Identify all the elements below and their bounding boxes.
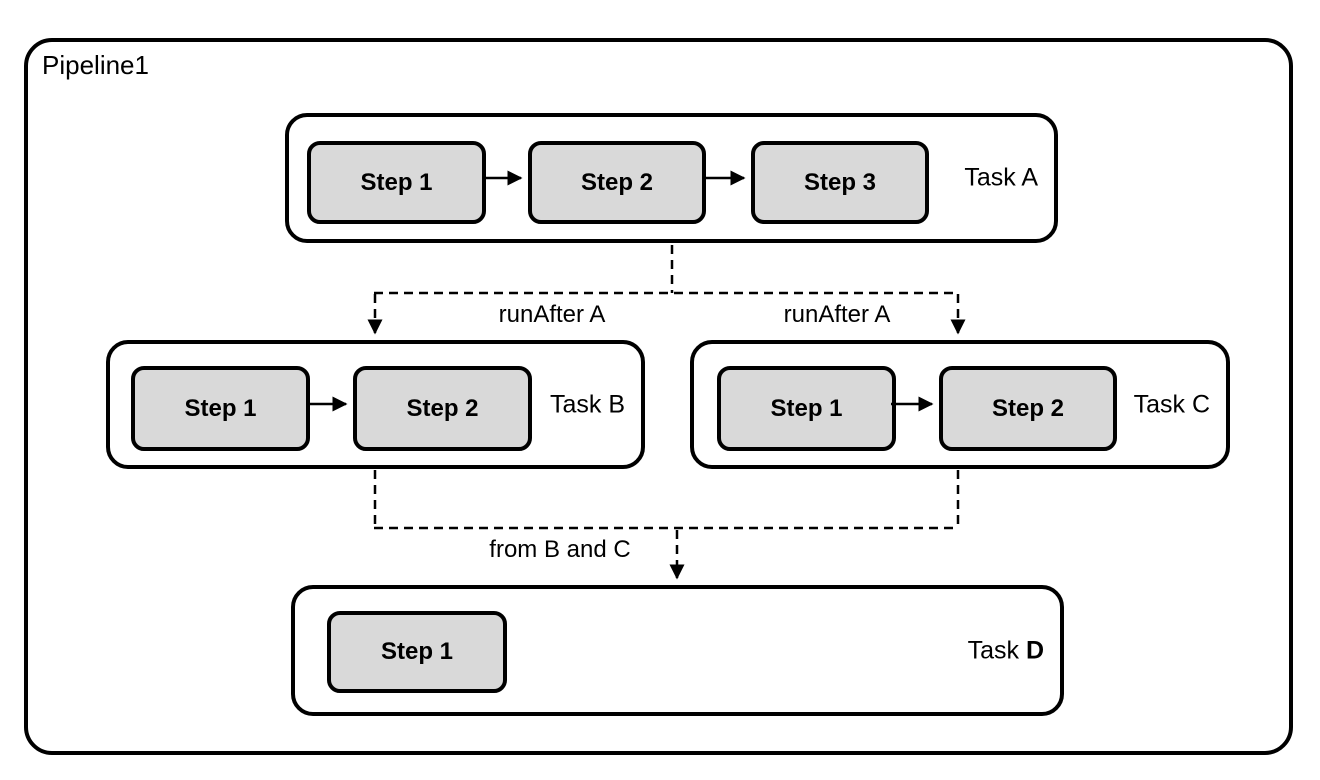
task-a-step-3: Step 3 xyxy=(751,141,929,224)
task-d-label: Task D xyxy=(967,636,1044,664)
step-label: Step 1 xyxy=(380,638,454,665)
task-d-step-1: Step 1 xyxy=(327,611,507,693)
task-a-step-2: Step 2 xyxy=(528,141,706,224)
pipeline-title: Pipeline1 xyxy=(42,50,149,80)
edge-label-runafter-b: runAfter A xyxy=(498,301,606,328)
task-a-box: Step 1 Step 2 Step 3 Task A xyxy=(285,113,1058,243)
edge-label-runafter-c: runAfter A xyxy=(783,301,891,328)
task-c-box: Step 1 Step 2 Task C xyxy=(690,340,1230,469)
edge-label-from-b-and-c: from B and C xyxy=(489,536,631,563)
task-c-step-1: Step 1 xyxy=(717,366,896,451)
task-d-box: Step 1 Task D xyxy=(291,585,1064,716)
task-b-box: Step 1 Step 2 Task B xyxy=(106,340,645,469)
task-b-label: Task B xyxy=(549,390,625,418)
pipeline-container xyxy=(24,38,1293,755)
step-label: Step 3 xyxy=(803,168,877,196)
task-a-step-1: Step 1 xyxy=(307,141,486,224)
step-label: Step 1 xyxy=(770,394,843,422)
task-a-label: Task A xyxy=(964,163,1038,192)
step-label: Step 2 xyxy=(580,168,654,196)
task-b-step-2: Step 2 xyxy=(353,366,532,451)
step-label: Step 2 xyxy=(991,394,1065,422)
task-c-step-2: Step 2 xyxy=(939,366,1117,451)
task-c-label: Task C xyxy=(1133,390,1210,418)
step-label: Step 1 xyxy=(184,394,257,422)
step-label: Step 2 xyxy=(406,394,479,422)
task-b-step-1: Step 1 xyxy=(131,366,310,451)
step-label: Step 1 xyxy=(360,168,433,196)
